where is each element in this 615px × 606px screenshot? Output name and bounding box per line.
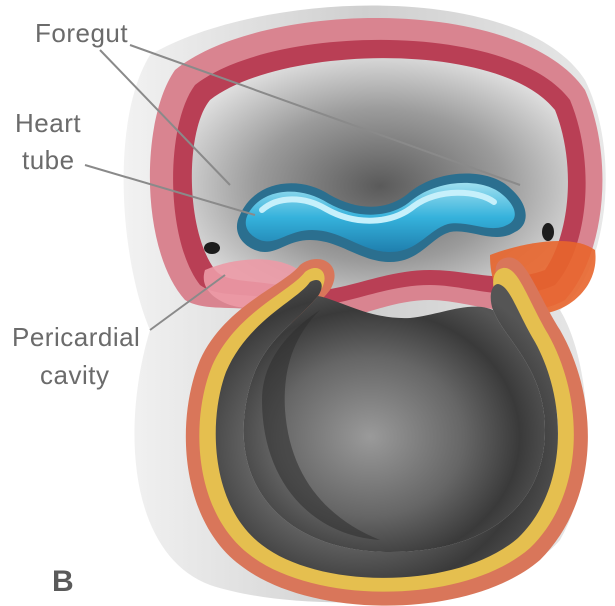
- label-heart-tube-line1: Heart: [15, 108, 81, 138]
- lower-cavity-core: [244, 296, 545, 552]
- panel-letter: B: [52, 565, 74, 599]
- label-pericardial-line2: cavity: [40, 360, 109, 390]
- left-marker: [204, 242, 220, 254]
- label-heart-tube-line2: tube: [22, 145, 75, 175]
- label-foregut: Foregut: [35, 18, 128, 48]
- label-pericardial-line1: Pericardial: [12, 322, 140, 352]
- right-marker: [542, 223, 554, 241]
